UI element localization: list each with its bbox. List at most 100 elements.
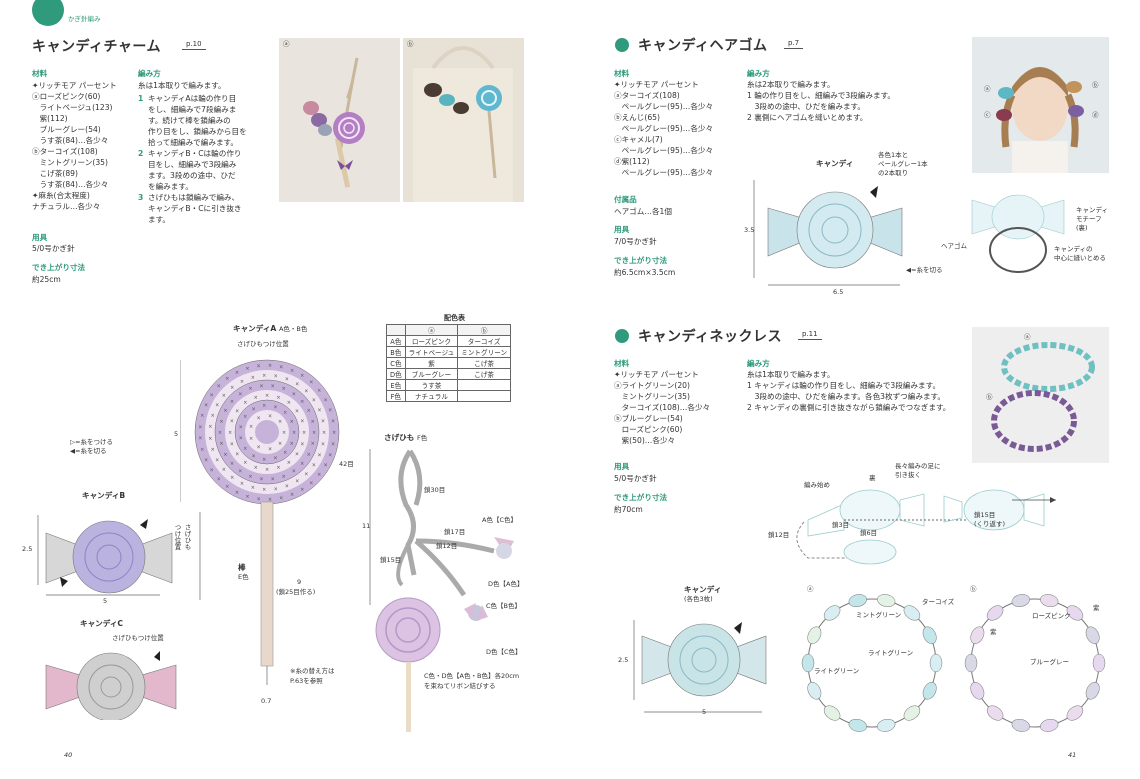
strap-note2: を束ねてリボン結びする (424, 682, 496, 690)
stitch-mark: × (235, 452, 239, 458)
s1-thread-note: 各色1本とペールグレー1本の2本取り (878, 151, 928, 178)
step-number: 2 (138, 149, 144, 158)
color-table-cell: こげ茶 (457, 368, 512, 380)
stitch-mark: × (323, 397, 327, 403)
tab-label: かぎ針編み (68, 15, 101, 23)
material-line: ブルーグレー(54) (32, 125, 101, 134)
ring-candy (929, 653, 943, 673)
stitch-mark: × (273, 404, 277, 410)
stitch-mark: × (300, 487, 304, 493)
ring-candy (823, 705, 841, 721)
stitch-mark: × (279, 495, 283, 501)
stitch-mark: × (245, 366, 249, 372)
stitch-mark: × (256, 364, 260, 370)
thread-note-line: ペールグレー1本 (878, 160, 928, 168)
s1-motif: キャンディモチーフ(裏) (1076, 206, 1108, 233)
chain-line: 鎖15目 (974, 511, 996, 519)
ring-a-label-1: ミントグリーン (856, 611, 902, 619)
stitch-mark: × (251, 485, 255, 491)
stitch-mark: × (282, 430, 286, 436)
ring-candy (1085, 626, 1100, 644)
material-line: ⓑブルーグレー(54) (614, 414, 683, 423)
stitch-mark: × (225, 376, 229, 382)
stitch-mark: × (230, 385, 234, 391)
motif-line: キャンディ (1076, 206, 1109, 214)
s2-join-pull: 長々編みの足に引き抜く (895, 462, 941, 480)
material-line: ⓐライトグリーン(20) (614, 381, 690, 390)
color-table-row: B色ライトベージュミントグリーン (386, 346, 512, 358)
stitch-mark: × (307, 452, 311, 458)
stitch-mark: × (217, 476, 221, 482)
stitch-mark: × (248, 474, 252, 480)
stitch-mark: × (259, 477, 263, 483)
stitch-mark: × (238, 391, 242, 397)
girl-photo-illustration (972, 37, 1109, 173)
color-table-cell: 紫 (404, 357, 459, 369)
method-heading: 編み方 (138, 69, 161, 78)
stitch-mark: × (317, 472, 321, 478)
section2-title: キャンディネックレス (638, 329, 783, 345)
stitch-mark: × (302, 430, 306, 436)
stitch-mark: × (283, 450, 287, 456)
stitch-mark: × (279, 365, 283, 371)
charm-a-illustration (303, 57, 365, 188)
material-line: ライトベージュ(123) (32, 103, 113, 112)
stitch-mark: × (223, 452, 227, 458)
stitch-mark: × (312, 397, 316, 403)
stitch-mark: × (268, 497, 272, 503)
section1-title: キャンディヘアゴム (638, 38, 768, 54)
stitch-mark: × (198, 436, 202, 442)
stitch-mark: × (243, 400, 247, 406)
ring-candy (807, 626, 822, 644)
stitch-mark: × (282, 474, 286, 480)
stitch-mark: × (276, 395, 280, 401)
stitch-mark: × (222, 467, 226, 473)
step-line: 目をし、細編みで3段編み (148, 160, 237, 169)
color-table-cell: ミントグリーン (457, 346, 512, 358)
method-line: 3段めの途中、ひだを編みます。 (747, 102, 865, 111)
stitch-mark: × (252, 407, 256, 413)
size-value: 約25cm (32, 275, 61, 284)
stitch-mark: × (282, 386, 286, 392)
step-line: をし、細編みで7段編みま (148, 105, 237, 114)
color-table-row: A色ローズピンクターコイズ (386, 335, 512, 347)
material-line: ✦リッチモア パーセント (32, 81, 117, 90)
ring-a-diagram (801, 594, 943, 732)
stitch-mark: × (219, 419, 223, 425)
stitch-mark: × (309, 480, 313, 486)
candy-b-label: キャンディB (82, 491, 126, 500)
step-line: キャンディB・Cに引き抜き (148, 204, 242, 213)
ring-candy (877, 594, 896, 608)
stitch-mark: × (240, 379, 244, 385)
stitch-mark: × (300, 461, 304, 467)
stitch-mark: × (273, 456, 277, 462)
stitch-mark: × (243, 446, 247, 452)
s1-size-heading: でき上がり寸法 (614, 256, 668, 265)
material-line: ナチュラル…各少々 (32, 202, 101, 211)
candy-c-label: キャンディC (80, 619, 124, 628)
material-line: ⓑターコイズ(108) (32, 147, 98, 156)
s1-tools: 7/0号かぎ針 (614, 237, 657, 246)
stitch-mark: × (222, 393, 226, 399)
method-line: 2 裏側にヘアゴムを縫いとめます。 (747, 113, 868, 122)
stick-ref2: P.63を参照 (290, 677, 323, 685)
stitch-mark: × (278, 441, 282, 447)
stitch-mark: × (243, 460, 247, 466)
section2-dot (615, 329, 629, 343)
stitch-mark: × (204, 402, 208, 408)
stitch-mark: × (218, 430, 222, 436)
s1-hairtie-diagram (971, 194, 1065, 273)
stitch-mark: × (225, 484, 229, 490)
color-table-cell: ⓑ (457, 324, 512, 336)
stitch-mark: × (321, 441, 325, 447)
stitch-mark: × (328, 408, 332, 414)
step-line: 拾って細編みで編みます。 (148, 138, 238, 147)
material-line: ✦麻糸(合太程度) (32, 191, 90, 200)
tools-heading: 用具 (32, 233, 48, 242)
stitch-mark: × (285, 377, 289, 383)
